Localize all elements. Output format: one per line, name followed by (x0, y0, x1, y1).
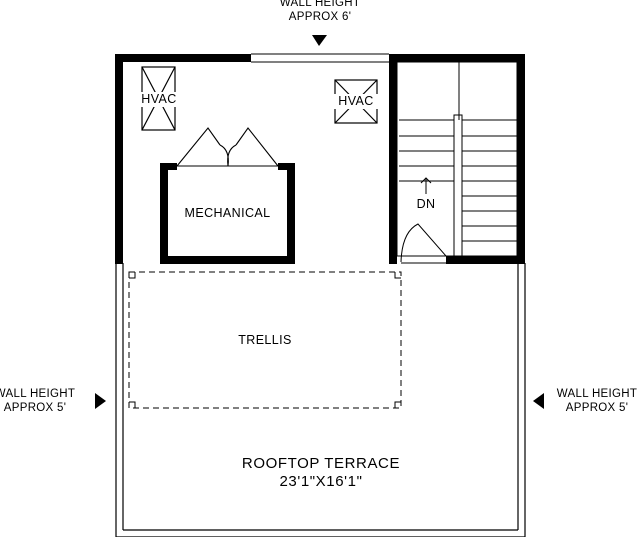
wall-height-right-label: WALL HEIGHT APPROX 5' (544, 387, 640, 415)
wall-height-right-line1: WALL HEIGHT (556, 388, 638, 400)
terrace-name-label: ROOFTOP TERRACE (241, 455, 401, 472)
trellis-corners (129, 272, 401, 408)
stair-up-arrow-icon (420, 177, 432, 194)
wall-height-top-line1: WALL HEIGHT (279, 0, 361, 9)
top-window (251, 53, 389, 63)
upper-walls (115, 54, 525, 264)
terrace-size-label: 23'1"X16'1" (279, 473, 363, 490)
trellis-label: TRELLIS (238, 333, 292, 347)
wall-height-left-line2: APPROX 5' (3, 402, 67, 414)
mechanical-room (160, 127, 295, 264)
arrow-right-icon (95, 393, 106, 409)
arrow-left-icon (533, 393, 544, 409)
wall-height-top-line2: APPROX 6' (288, 11, 352, 23)
terrace-boundary (115, 263, 526, 537)
arrow-down-icon (312, 35, 327, 46)
stair (396, 61, 518, 264)
hvac-right-label: HVAC (332, 94, 380, 109)
wall-height-left-line1: WALL HEIGHT (0, 388, 76, 400)
wall-height-right-line2: APPROX 5' (565, 402, 629, 414)
stair-label: DN (416, 197, 436, 211)
mechanical-label: MECHANICAL (184, 206, 271, 220)
wall-height-left-label: WALL HEIGHT APPROX 5' (0, 387, 90, 415)
hvac-left-label: HVAC (132, 92, 186, 107)
wall-height-top-label: WALL HEIGHT APPROX 6' (260, 0, 380, 24)
trellis (128, 271, 402, 409)
